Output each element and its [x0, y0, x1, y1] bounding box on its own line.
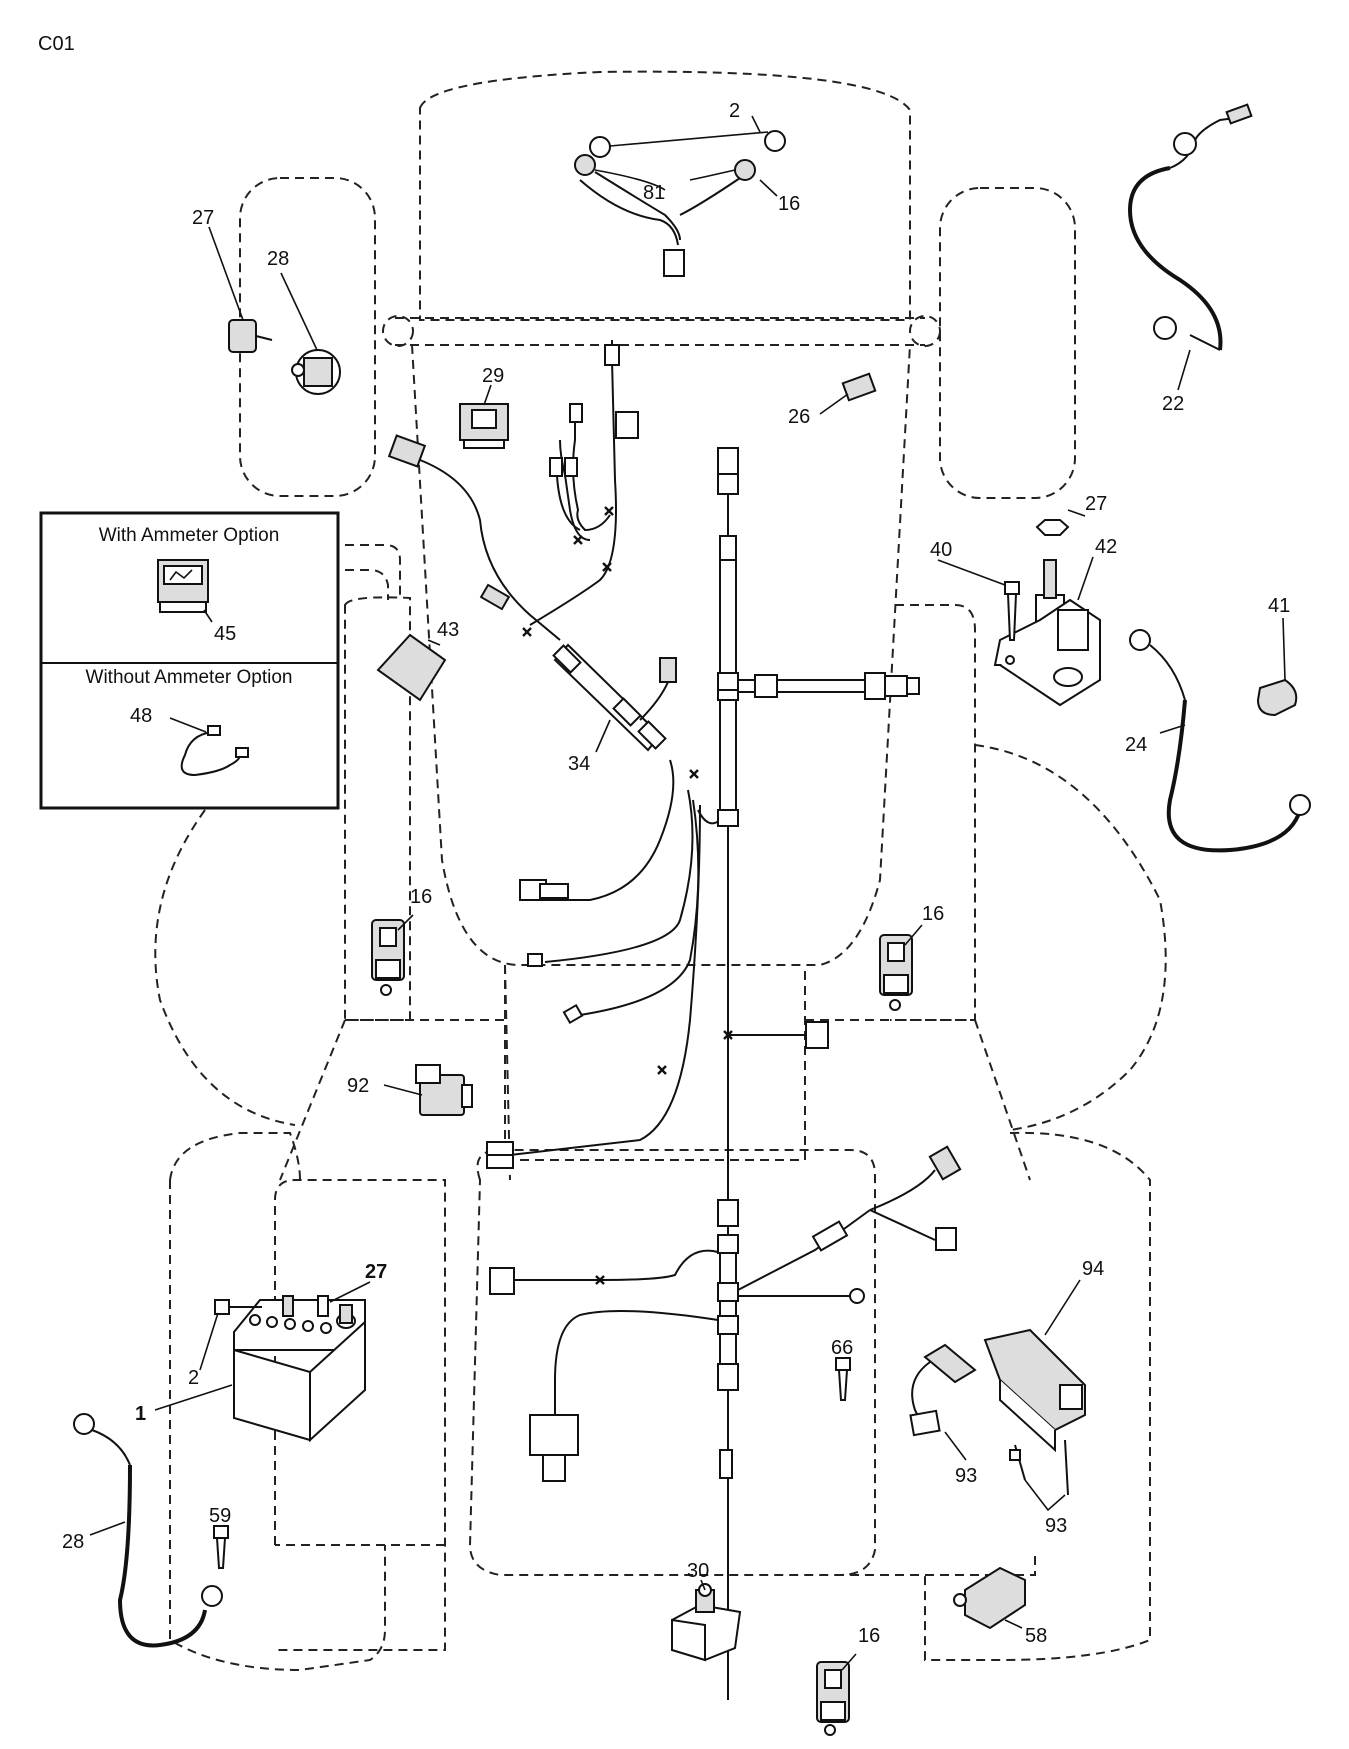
- part-40-label: 34: [568, 753, 590, 775]
- part-28-label: 28: [62, 1531, 84, 1553]
- terminal-boot-42: [1256, 678, 1298, 717]
- part-34-label: 29: [482, 365, 504, 387]
- positive-cable-25: [1129, 629, 1311, 853]
- interlock-switch-16b: [879, 934, 913, 1011]
- interlock-switch-16a: [371, 919, 405, 996]
- legend-with-ammeter: With Ammeter Option: [99, 525, 280, 546]
- part-93-label: 93: [1045, 1515, 1067, 1537]
- bolt-66b: [835, 1357, 851, 1401]
- headlight-harness: [574, 115, 786, 277]
- part-94-label: 94: [1082, 1258, 1104, 1280]
- part-25-label: 24: [1125, 734, 1147, 756]
- part-43-label: 42: [1095, 536, 1117, 558]
- interlock-switch-16c: [816, 1661, 850, 1736]
- module-59: [953, 1566, 1026, 1630]
- part-22-label: 2: [729, 100, 740, 122]
- fuse-icon: [841, 372, 877, 402]
- part-24-label: 22: [1162, 393, 1184, 415]
- bolt-41-icon: [1004, 581, 1020, 641]
- ignition-switch-icon: [291, 349, 341, 395]
- ammeter-option-legend: With Ammeter Option Without Ammeter Opti…: [39, 511, 340, 810]
- part-27-label-top: 27: [1085, 493, 1107, 515]
- part-1-label: 1: [135, 1403, 146, 1425]
- rocker-switch-icon: [459, 403, 509, 449]
- part-21-label: 16: [778, 193, 800, 215]
- part-66b-label: 66: [831, 1337, 853, 1359]
- main-wire-harness: [387, 340, 962, 1700]
- harness-92: [909, 1343, 977, 1437]
- ground-cable-28: [73, 1413, 223, 1648]
- starter-solenoid: [993, 519, 1102, 707]
- part-2-label: 2: [188, 1367, 199, 1389]
- relay-81: [415, 1064, 473, 1116]
- part-59-label: 58: [1025, 1625, 1047, 1647]
- part-92-label: 93: [955, 1465, 977, 1487]
- part-27-label-bold: 27: [365, 1261, 387, 1283]
- part-58-label: 43: [437, 619, 459, 641]
- page-code: C01: [38, 33, 75, 55]
- part-16b-label: 16: [922, 903, 944, 925]
- ignition-key-icon: [228, 319, 273, 353]
- module-58-icon: [376, 633, 447, 702]
- jumper-wire-icon: [180, 725, 249, 777]
- part-42-label: 41: [1268, 595, 1290, 617]
- part-26-label: 26: [788, 406, 810, 428]
- part-81-label: 92: [347, 1075, 369, 1097]
- bolt-2-icon: [214, 1295, 329, 1317]
- battery: [233, 1299, 366, 1443]
- part-16c-label: 16: [858, 1625, 880, 1647]
- part-41-label: 40: [930, 539, 952, 561]
- part-79-label: 81: [643, 182, 665, 204]
- part-33-label: 27: [192, 207, 214, 229]
- legend-without-ammeter: Without Ammeter Option: [86, 667, 293, 688]
- bolt-66a: [213, 1525, 229, 1569]
- seat-switch-29: [671, 1583, 742, 1662]
- part-29-label: 30: [687, 1560, 709, 1582]
- part-16a-label: 16: [410, 886, 432, 908]
- part-45-label: 45: [214, 623, 236, 645]
- ammeter-gauge-icon: [157, 559, 209, 613]
- ground-cable-24: [1127, 103, 1253, 351]
- part-66a-label: 59: [209, 1505, 231, 1527]
- part-30-label: 28: [267, 248, 289, 270]
- part-48-label: 48: [130, 705, 152, 727]
- switch-assembly-94: [983, 1328, 1086, 1496]
